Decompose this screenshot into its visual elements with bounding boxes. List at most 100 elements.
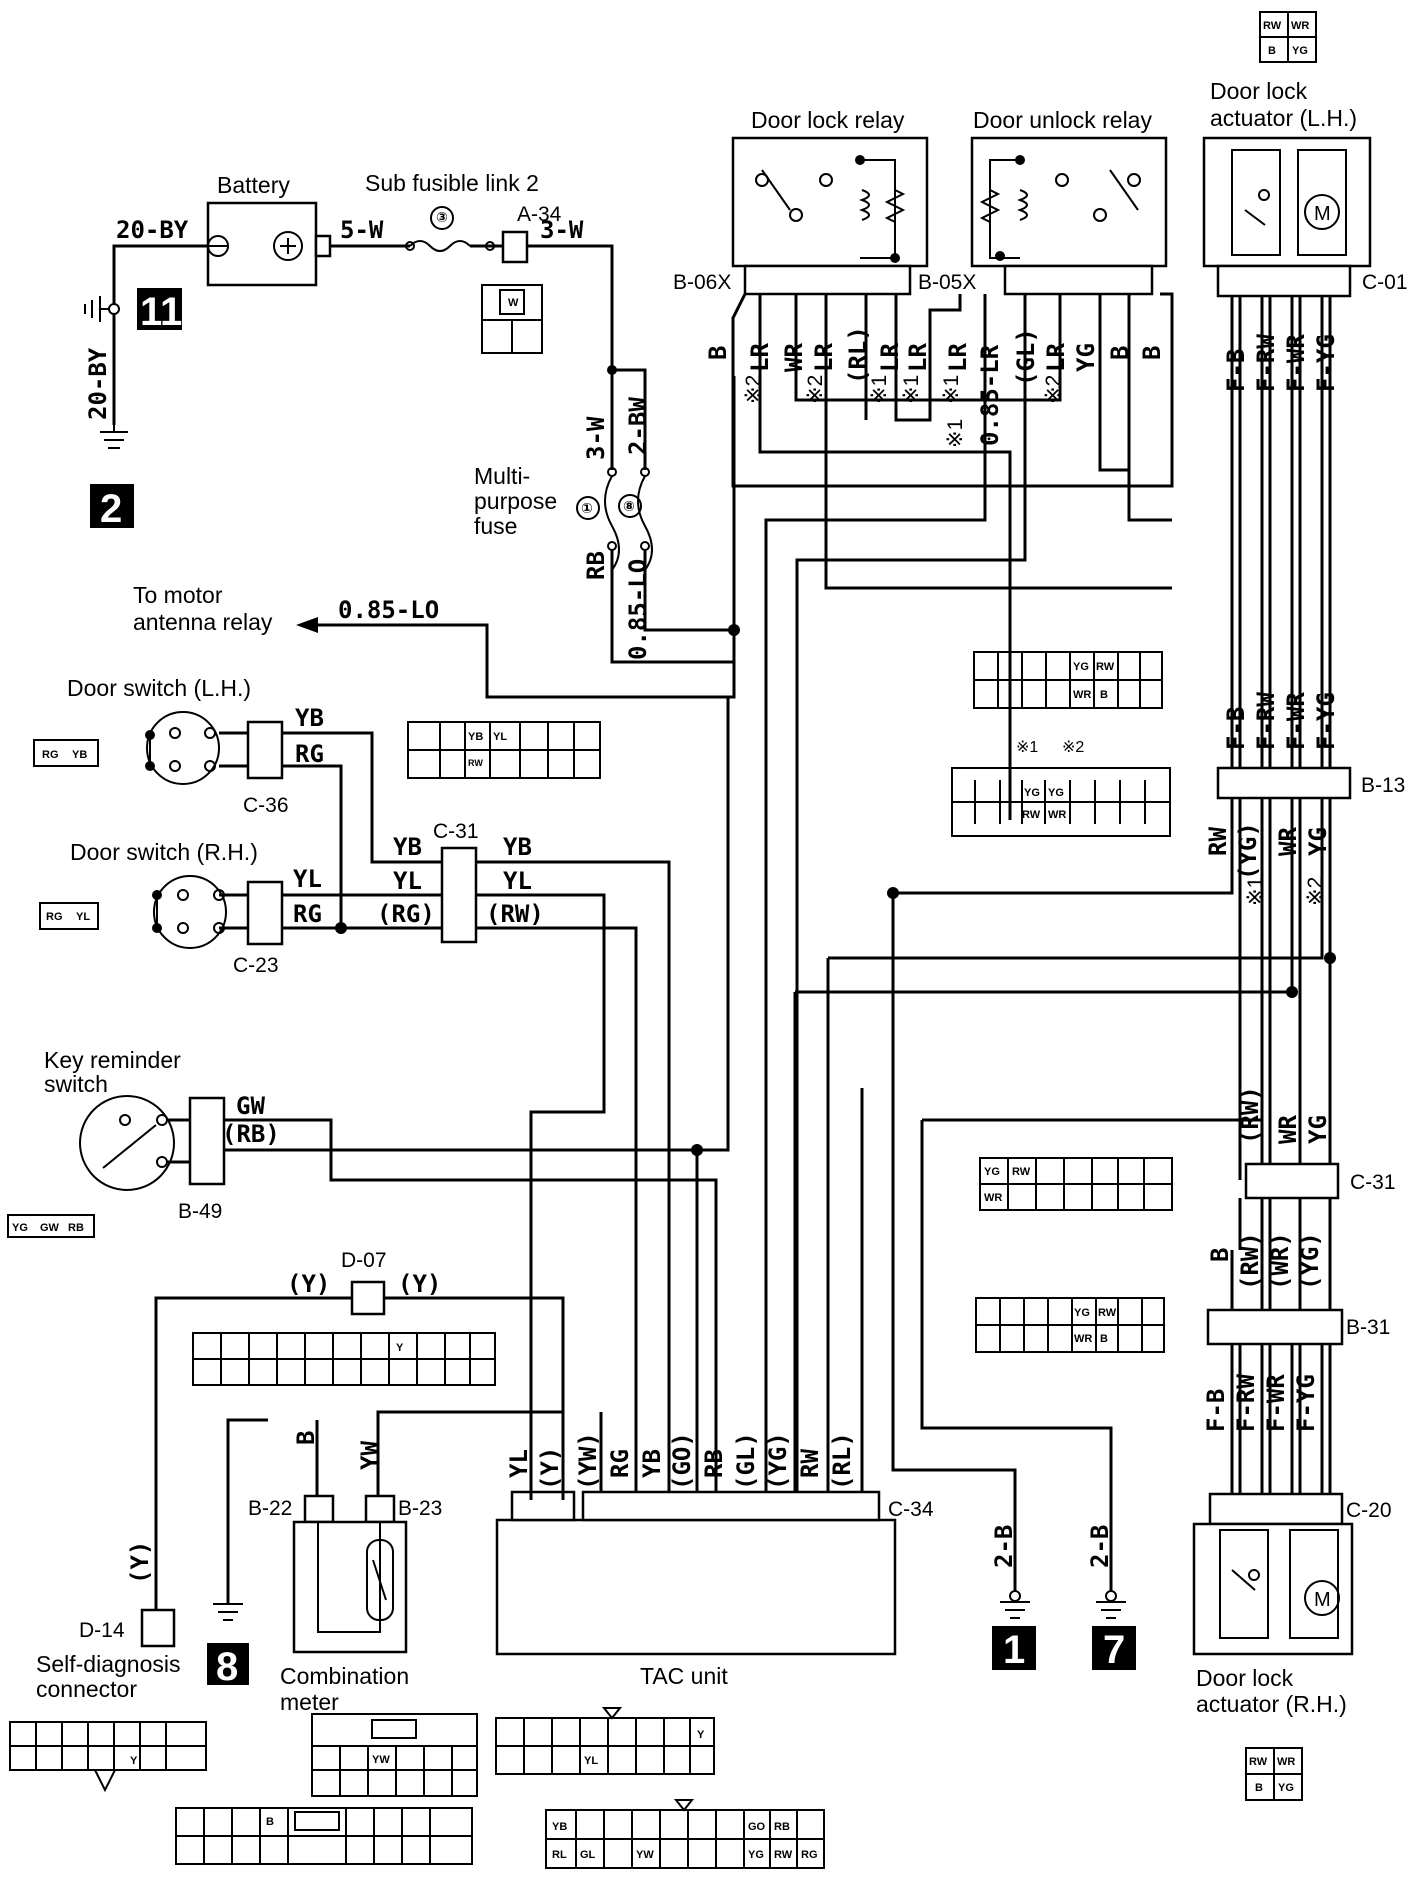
combination-meter [292, 1520, 408, 1654]
svg-text:※1: ※1 [1016, 739, 1038, 756]
svg-text:RW: RW [1204, 827, 1232, 856]
connector-id: C-23 [233, 954, 279, 977]
svg-text:actuator (R.H.): actuator (R.H.) [1196, 1691, 1347, 1717]
svg-text:LR: LR [746, 343, 774, 372]
svg-text:WR: WR [1274, 827, 1302, 856]
svg-text:YW: YW [372, 1754, 390, 1766]
svg-text:WR: WR [1274, 1115, 1302, 1144]
c01-connector [1216, 264, 1352, 298]
door-switch-rh [152, 875, 227, 949]
svg-text:F-B: F-B [1222, 707, 1250, 750]
svg-text:LR: LR [810, 343, 838, 372]
svg-text:meter: meter [280, 1689, 339, 1715]
c20-connector [1208, 1492, 1344, 1526]
svg-text:YB: YB [468, 731, 483, 743]
svg-text:F-WR: F-WR [1262, 1374, 1290, 1432]
svg-text:(YG): (YG) [764, 1432, 792, 1490]
svg-text:YL: YL [503, 867, 532, 895]
ground-number: 1 [1003, 1628, 1025, 1672]
door-lock-actuator-lh: M [1202, 136, 1372, 268]
svg-text:⑧: ⑧ [623, 498, 635, 514]
svg-text:(RL): (RL) [844, 326, 872, 384]
svg-text:YG: YG [1304, 827, 1332, 856]
svg-text:purpose: purpose [474, 488, 557, 514]
connector-face-actuator-rh: RW WR B YG [1245, 1747, 1303, 1801]
svg-text:RW: RW [1098, 1307, 1117, 1319]
svg-text:(RL): (RL) [828, 1432, 856, 1490]
b05x-connector [1003, 264, 1154, 296]
a34-connector [501, 230, 529, 264]
svg-text:RG: RG [606, 1449, 634, 1478]
connector-face-key-reminder: YG GW RB [7, 1214, 95, 1238]
c23-connector [246, 880, 284, 946]
svg-text:(GL): (GL) [1012, 328, 1040, 386]
svg-text:※1: ※1 [944, 419, 967, 448]
tac-input-wires [529, 893, 1017, 1600]
svg-text:YL: YL [505, 1449, 533, 1478]
door-lock-relay [731, 136, 929, 268]
b31-c20-wires [1230, 1344, 1332, 1494]
svg-text:LR: LR [876, 343, 904, 372]
connector-id: B-22 [248, 1497, 292, 1520]
svg-text:YB: YB [552, 1821, 567, 1833]
ground-badge [207, 1643, 249, 1685]
connector-face-combination-meter: YW [311, 1713, 478, 1797]
svg-text:YG: YG [1072, 343, 1100, 372]
svg-text:RB: RB [68, 1222, 84, 1234]
svg-text:YB: YB [503, 833, 532, 861]
svg-text:YL: YL [293, 865, 322, 893]
svg-text:LR: LR [944, 343, 972, 372]
svg-text:(GL): (GL) [732, 1432, 760, 1490]
connector-face-actuator-lh: RW WR B YG [1259, 11, 1317, 63]
ground-badge [137, 288, 182, 330]
svg-text:B: B [1100, 1333, 1108, 1345]
wire-label: 5-W [340, 216, 384, 244]
svg-text:F-WR: F-WR [1282, 692, 1310, 750]
combo-meter-label: Combination [280, 1663, 409, 1689]
svg-text:(WR): (WR) [1266, 1232, 1294, 1290]
svg-text:YB: YB [393, 833, 422, 861]
svg-text:Y: Y [396, 1342, 404, 1354]
svg-text:YG: YG [1074, 1307, 1090, 1319]
svg-text:※1: ※1 [868, 375, 891, 404]
svg-text:LR: LR [904, 343, 932, 372]
connector-face-door-switch-rh: RG YL [39, 902, 99, 930]
actuator-lh-label: Door lock [1210, 78, 1308, 104]
connector-id: C-01 [1362, 271, 1408, 294]
svg-text:YW: YW [636, 1849, 654, 1861]
motor-symbol: M [1314, 1589, 1331, 1611]
svg-text:YG: YG [1304, 1115, 1332, 1144]
svg-text:GW: GW [40, 1222, 60, 1234]
svg-text:WR: WR [780, 343, 808, 372]
door-switch-lh [145, 711, 220, 785]
svg-text:B: B [1255, 1782, 1263, 1794]
svg-text:(RW): (RW) [1236, 1232, 1264, 1290]
b23-connector [364, 1494, 396, 1524]
svg-text:RG: RG [42, 749, 59, 761]
connector-id: B-06X [673, 271, 731, 294]
door-unlock-relay [970, 136, 1168, 268]
svg-text:B: B [1138, 346, 1166, 360]
motor-symbol: M [1314, 203, 1331, 225]
svg-text:(YG): (YG) [1234, 822, 1262, 880]
wire-label: 0.85-LO [624, 559, 652, 660]
connector-id: C-36 [243, 794, 289, 817]
connector-id: B-31 [1346, 1316, 1390, 1339]
wire-label: 20-BY [116, 216, 189, 244]
svg-text:F-YG: F-YG [1292, 1374, 1320, 1432]
svg-text:Y: Y [697, 1729, 705, 1741]
svg-text:2-B: 2-B [1086, 1525, 1114, 1568]
svg-text:RW: RW [1022, 809, 1041, 821]
svg-text:YG: YG [1048, 787, 1064, 799]
connector-face-a34: W [481, 284, 543, 354]
svg-text:YG: YG [1292, 45, 1308, 57]
svg-text:switch: switch [44, 1071, 108, 1097]
connector-id: C-20 [1346, 1499, 1392, 1522]
svg-text:(Y): (Y) [126, 1541, 154, 1584]
svg-text:(Y): (Y) [398, 1270, 441, 1298]
svg-text:B: B [1100, 689, 1108, 701]
connector-face-tac-unit: Y YL [495, 1707, 715, 1775]
svg-text:F-YG: F-YG [1312, 692, 1340, 750]
svg-text:YB: YB [638, 1449, 666, 1478]
svg-text:Y: Y [130, 1755, 138, 1767]
